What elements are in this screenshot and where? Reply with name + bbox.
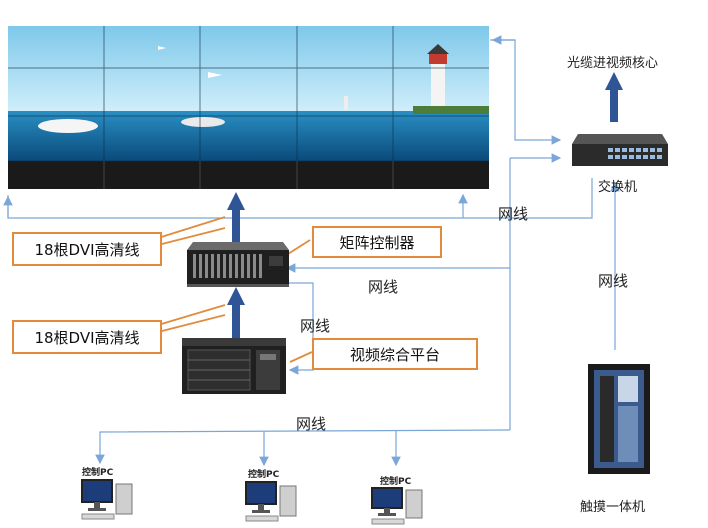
net-label-mid: 网线	[368, 278, 399, 296]
pc1-label: 控制PC	[82, 468, 114, 478]
touch-panel	[588, 364, 650, 474]
callout-matrix: 矩阵控制器	[312, 226, 442, 258]
computer-icon	[81, 479, 133, 520]
callout-platform: 视频综合平台	[312, 338, 478, 370]
video-wall	[8, 26, 489, 189]
switch-icon	[572, 134, 668, 166]
computer-icon	[245, 481, 297, 522]
video-platform	[180, 336, 288, 396]
platform-icon	[182, 338, 286, 394]
computer-icon	[371, 487, 423, 525]
matrix-icon	[187, 242, 289, 287]
touch-panel-icon	[588, 364, 650, 474]
pc2-label: 控制PC	[248, 470, 280, 480]
pc3-label: 控制PC	[380, 477, 412, 487]
core-label: 光缆进视频核心	[567, 56, 659, 71]
callout-dvi-top: 18根DVI高清线	[12, 232, 162, 266]
control-pc-1	[80, 478, 138, 522]
matrix-controller	[183, 240, 289, 288]
control-pc-3	[370, 486, 428, 526]
touch-label: 触摸一体机	[580, 500, 646, 515]
net-label-top: 网线	[498, 205, 529, 223]
video-wall-image	[8, 26, 489, 189]
control-pc-2	[244, 480, 302, 524]
net-label-bottom: 网线	[296, 415, 327, 433]
callout-dvi-bottom: 18根DVI高清线	[12, 320, 162, 354]
switch-label: 交换机	[598, 180, 638, 195]
net-label-switch-down: 网线	[598, 272, 629, 290]
network-switch	[570, 130, 668, 170]
net-label-platform: 网线	[300, 317, 331, 335]
